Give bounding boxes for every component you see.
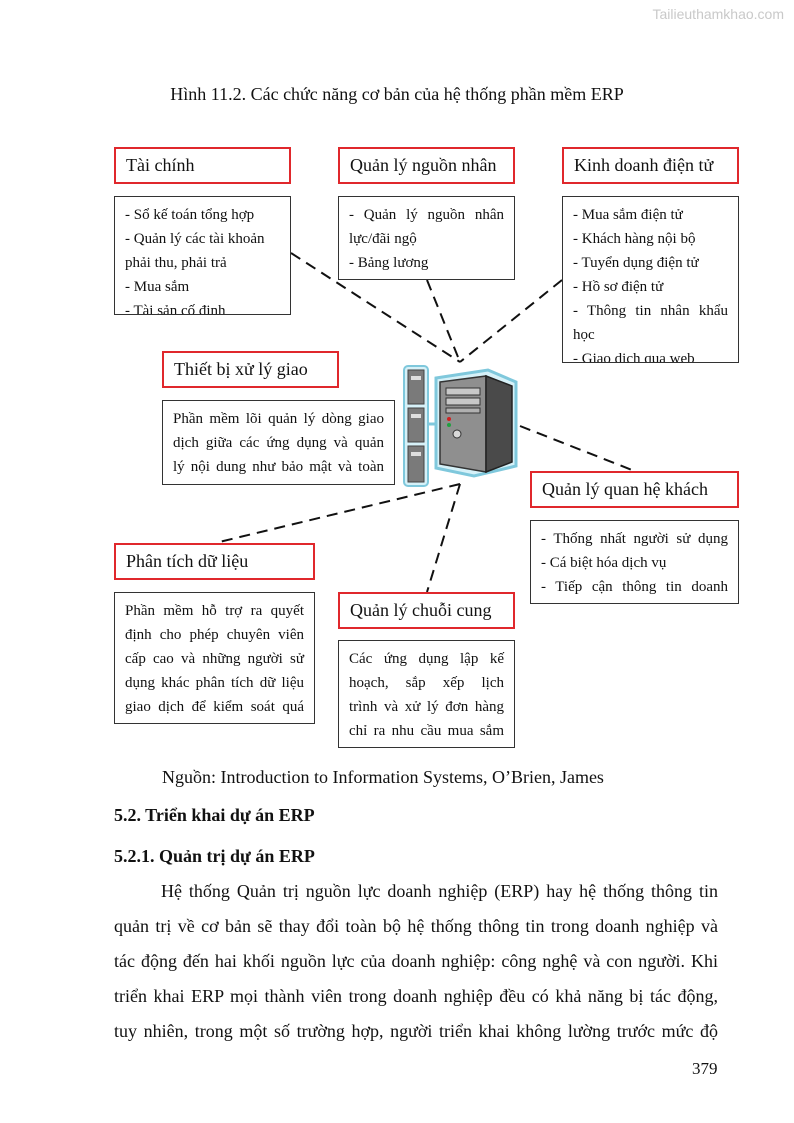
list-item: - Quản lý các tài khoản xyxy=(125,231,265,247)
box-thiet-bi: Phần mềm lõi quản lý dòng giao dịch giữa… xyxy=(162,400,395,485)
server-illustration xyxy=(403,365,518,487)
body-paragraph: Hệ thống Quản trị nguồn lực doanh nghiệp… xyxy=(114,874,718,1049)
paragraph-line: triển khai ERP mọi thành viên trong doan… xyxy=(114,986,718,1006)
list-item: hoạch, sắp xếp lịch xyxy=(349,675,504,691)
list-item: - Bảng lương xyxy=(349,255,429,271)
label-tai-chinh: Tài chính xyxy=(114,147,291,184)
list-item: - Tài sản cố định xyxy=(125,303,226,315)
paragraph-line: tuy nhiên, trong một số trường hợp, ngườ… xyxy=(114,1021,718,1041)
server-tower-icon xyxy=(434,368,518,478)
label-chuoi-cung: Quản lý chuỗi cung xyxy=(338,592,515,629)
label-khach-hang: Quản lý quan hệ khách xyxy=(530,471,739,508)
list-item: - Khách hàng nội bộ xyxy=(573,231,696,247)
connector-nguon-nhan xyxy=(426,279,461,363)
list-item: học xyxy=(573,327,595,343)
list-item: - Hồ sơ điện tử xyxy=(573,279,664,295)
paragraph-line: Hệ thống Quản trị nguồn lực doanh nghiệp… xyxy=(161,881,718,901)
list-item: phải thu, phải trả xyxy=(125,255,227,271)
connector-tai-chinh xyxy=(290,252,461,363)
page-number: 379 xyxy=(692,1059,718,1078)
connector-khach-hang xyxy=(519,425,633,471)
label-nguon-nhan: Quản lý nguồn nhân xyxy=(338,147,515,184)
connector-phan-tich xyxy=(214,483,461,544)
list-item: - Tiếp cận thông tin doanh xyxy=(541,579,728,595)
list-item: - Sổ kế toán tổng hợp xyxy=(125,207,255,223)
list-item: - Thống nhất người sử dụng xyxy=(541,531,728,547)
box-nguon-nhan: - Quản lý nguồn nhân lực/đãi ngộ - Bảng … xyxy=(338,196,515,280)
hard-drive-stack-icon xyxy=(403,365,436,487)
connector-kinh-doanh xyxy=(459,279,563,363)
paragraph-line: tác động đến hai khối nguồn lực của doan… xyxy=(114,951,718,971)
list-item: - Tuyển dụng điện tử xyxy=(573,255,699,271)
list-item: - Mua sắm điện tử xyxy=(573,207,683,223)
paragraph-line: quản trị về cơ bản sẽ thay đổi toàn bộ h… xyxy=(114,916,718,936)
label-phan-tich: Phân tích dữ liệu xyxy=(114,543,315,580)
list-item: giao dịch để kiểm soát quá xyxy=(125,699,304,715)
list-item: lý nội dung như bảo mật và toàn xyxy=(173,459,384,475)
list-item: dịch giữa các ứng dụng và quản xyxy=(173,435,384,451)
box-tai-chinh: - Sổ kế toán tổng hợp - Quản lý các tài … xyxy=(114,196,291,315)
section-heading: 5.2. Triển khai dự án ERP xyxy=(114,805,315,825)
box-khach-hang: - Thống nhất người sử dụng - Cá biệt hóa… xyxy=(530,520,739,604)
list-item: - Giao dịch qua web xyxy=(573,351,695,363)
list-item: - Cá biệt hóa dịch vụ xyxy=(541,555,667,571)
label-kinh-doanh: Kinh doanh điện tử xyxy=(562,147,739,184)
list-item: lực/đãi ngộ xyxy=(349,231,417,247)
box-chuoi-cung: Các ứng dụng lập kế hoạch, sắp xếp lịch … xyxy=(338,640,515,748)
list-item: Phần mềm hỗ trợ ra quyết xyxy=(125,603,304,619)
list-item: Các ứng dụng lập kế xyxy=(349,651,504,667)
list-item: chỉ ra nhu cầu mua sắm xyxy=(349,723,504,739)
connector-chuoi-cung xyxy=(426,483,461,593)
label-thiet-bi: Thiết bị xử lý giao xyxy=(162,351,339,388)
subsection-heading: 5.2.1. Quản trị dự án ERP xyxy=(114,846,315,866)
list-item: - Quản lý nguồn nhân xyxy=(349,207,504,223)
list-item: định cho phép chuyên viên xyxy=(125,627,304,643)
list-item: Phần mềm lõi quản lý dòng giao xyxy=(173,411,384,427)
watermark: Tailieuthamkhao.com xyxy=(652,6,784,22)
list-item: - Thông tin nhân khẩu xyxy=(573,303,728,319)
figure-source: Nguồn: Introduction to Information Syste… xyxy=(162,767,604,787)
box-phan-tich: Phần mềm hỗ trợ ra quyết định cho phép c… xyxy=(114,592,315,724)
list-item: dụng khác phân tích dữ liệu xyxy=(125,675,304,691)
list-item: trình và xử lý đơn hàng xyxy=(349,699,504,715)
figure-title: Hình 11.2. Các chức năng cơ bản của hệ t… xyxy=(170,84,624,104)
list-item: cấp cao và những người sử xyxy=(125,651,304,667)
list-item: - Mua sắm xyxy=(125,279,190,295)
box-kinh-doanh: - Mua sắm điện tử - Khách hàng nội bộ - … xyxy=(562,196,739,363)
